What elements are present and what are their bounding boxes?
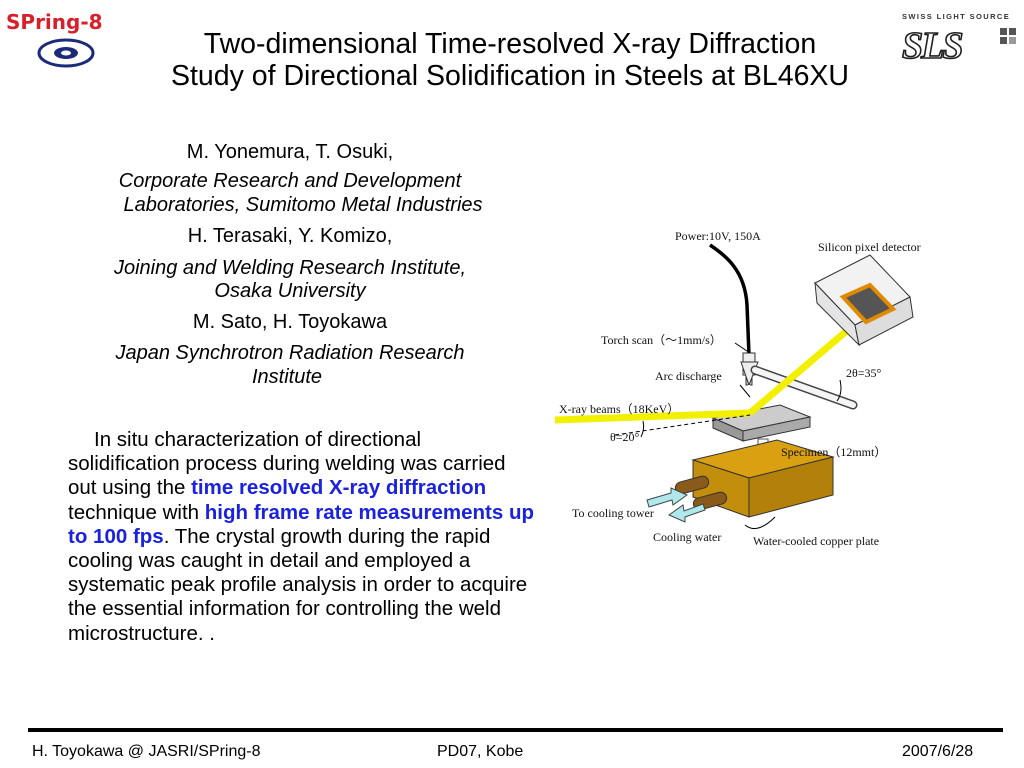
label-detector: Silicon pixel detector	[818, 240, 921, 254]
spring8-logo: SPring-8	[6, 10, 116, 70]
author-names-1: M. Yonemura, T. Osuki,	[186, 141, 394, 163]
footer-right: 2007/6/28	[902, 743, 974, 760]
label-torch-scan: Torch scan（〜1mm/s）	[601, 333, 722, 347]
affiliation-1-line-2: Laboratories, Sumitomo Metal Industries	[123, 194, 483, 216]
label-two-theta: 2θ=35°	[846, 366, 882, 380]
title-line-2: Study of Directional Solidification in S…	[170, 60, 850, 92]
sls-caption: SWISS LIGHT SOURCE	[902, 12, 1011, 21]
label-specimen: Specimen（12mmt）	[781, 445, 887, 459]
title-line-1: Two-dimensional Time-resolved X-ray Diff…	[203, 28, 817, 60]
label-copper-plate: Water-cooled copper plate	[753, 534, 880, 548]
page-title: Two-dimensional Time-resolved X-ray Diff…	[90, 28, 930, 92]
abstract-text-3: . The crystal growth during the rapid co…	[68, 524, 528, 645]
label-xray-beams: X-ray beams（18KeV）	[559, 402, 680, 416]
label-cooling-tower: To cooling tower	[572, 506, 654, 520]
label-arc-discharge: Arc discharge	[655, 369, 722, 383]
author-names-3: M. Sato, H. Toyokawa	[192, 311, 388, 333]
theta-arc	[640, 420, 645, 438]
author-names-2: H. Terasaki, Y. Komizo,	[187, 225, 393, 247]
abstract-highlight-1: time resolved X-ray diffraction	[191, 476, 487, 500]
copper-plate-front	[748, 456, 834, 518]
arc-leader	[739, 384, 751, 398]
scan-rod-inner	[752, 367, 856, 408]
affiliation-2-line-1: Joining and Welding Research Institute,	[113, 257, 467, 279]
outlet-pipe	[674, 475, 710, 495]
spring8-ring-icon	[37, 38, 95, 68]
specimen-front	[742, 416, 811, 442]
sls-emblem-icon: SLS	[901, 24, 1016, 64]
torch-scan-leader	[734, 342, 751, 354]
two-theta-arc	[836, 379, 842, 402]
abstract-text-2: technique with	[68, 500, 205, 524]
copper-plate-leader	[744, 516, 776, 530]
label-power: Power:10V, 150A	[675, 229, 761, 243]
label-cooling-water: Cooling water	[653, 530, 722, 544]
experiment-diagram	[554, 243, 914, 530]
footer-center: PD07, Kobe	[437, 743, 524, 760]
abstract-paragraph: In situ characterization of directional …	[68, 428, 538, 646]
cooling-tower-arrow-icon	[646, 487, 689, 508]
footer-left: H. Toyokawa @ JASRI/SPring-8	[32, 743, 261, 760]
sls-logo: SWISS LIGHT SOURCE SLS	[900, 12, 1020, 64]
diffracted-xray-beam	[747, 314, 866, 416]
abstract-text-1: In situ characterization of directional …	[68, 428, 506, 500]
power-cable	[709, 243, 751, 356]
detector-sensor	[839, 282, 897, 325]
affiliation-1-line-1: Corporate Research and Development	[118, 170, 462, 192]
theta-guide	[614, 414, 751, 436]
abstract-highlight-2: high frame rate measurements up to 100 f…	[68, 500, 535, 548]
affiliation-3-line-2: Institute	[251, 366, 323, 388]
spring8-logo-text: SPring-8	[6, 10, 103, 34]
cooling-water-arrow-icon	[667, 503, 706, 523]
svg-text:SLS: SLS	[902, 25, 962, 64]
affiliation-2-line-2: Osaka University	[214, 280, 366, 302]
affiliation-3-line-1: Japan Synchrotron Radiation Research	[115, 342, 465, 364]
footer-divider	[28, 728, 1003, 732]
label-theta: θ=20°	[610, 430, 640, 444]
incident-xray-beam	[554, 409, 751, 424]
